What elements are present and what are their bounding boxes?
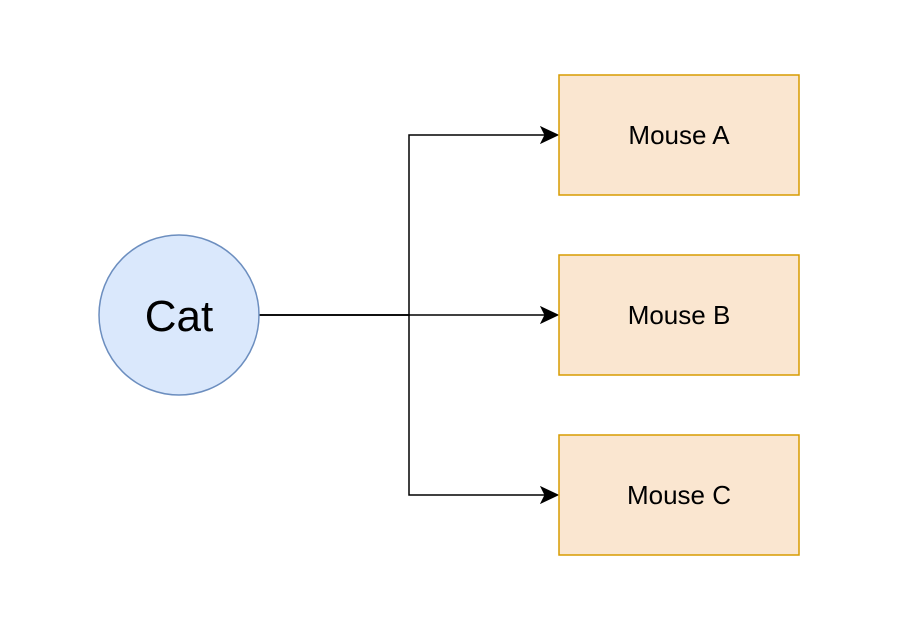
mouse-b-label: Mouse B [628, 300, 731, 330]
mouse-a-box [558, 74, 800, 196]
node-cat[interactable]: Cat [98, 234, 260, 396]
node-mouse-a[interactable]: Mouse A [558, 74, 800, 196]
arrowhead-mouse-a [539, 125, 560, 145]
node-mouse-b[interactable]: Mouse B [558, 254, 800, 376]
arrowhead-mouse-b [539, 305, 560, 325]
cat-circle [98, 234, 260, 396]
arrowhead-mouse-c [539, 485, 560, 505]
mouse-c-label: Mouse C [627, 480, 731, 510]
node-mouse-c[interactable]: Mouse C [558, 434, 800, 556]
mouse-b-box [558, 254, 800, 376]
edges [259, 125, 560, 505]
mouse-c-box [558, 434, 800, 556]
cat-label: Cat [145, 292, 213, 341]
edge-cat-to-mouse-c[interactable] [259, 314, 548, 496]
mouse-a-label: Mouse A [628, 120, 730, 150]
edge-cat-to-mouse-a[interactable] [259, 134, 548, 316]
